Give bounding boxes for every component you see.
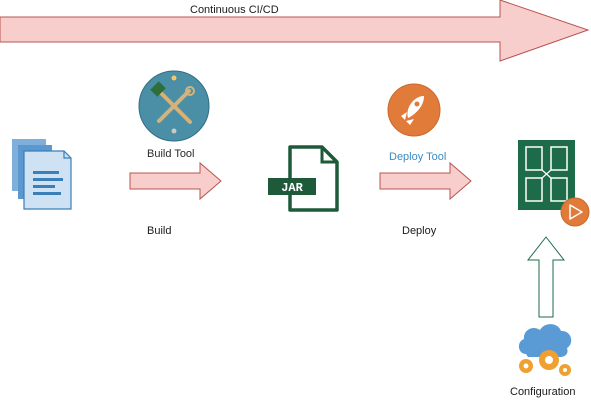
deploy-step-label: Deploy [402, 225, 437, 237]
cloud-gears-icon [518, 324, 572, 376]
deploy-tool-label: Deploy Tool [389, 151, 447, 163]
rocket-icon [387, 83, 441, 137]
build-tool-label: Build Tool [147, 148, 195, 160]
jar-label: JAR [281, 181, 303, 195]
cicd-banner-arrow [0, 0, 590, 62]
cicd-banner-label: Continuous CI/CD [190, 4, 279, 16]
configuration-label: Configuration [510, 386, 576, 398]
server-grid-icon [518, 140, 575, 210]
jar-file-icon: JAR [268, 145, 339, 212]
configuration-arrow [526, 236, 566, 318]
hammer-wrench-icon [138, 70, 210, 142]
deploy-arrow [379, 161, 472, 201]
play-icon [560, 197, 590, 227]
document-stack-icon [12, 139, 72, 210]
build-arrow [129, 161, 222, 201]
build-step-label: Build [147, 225, 172, 237]
